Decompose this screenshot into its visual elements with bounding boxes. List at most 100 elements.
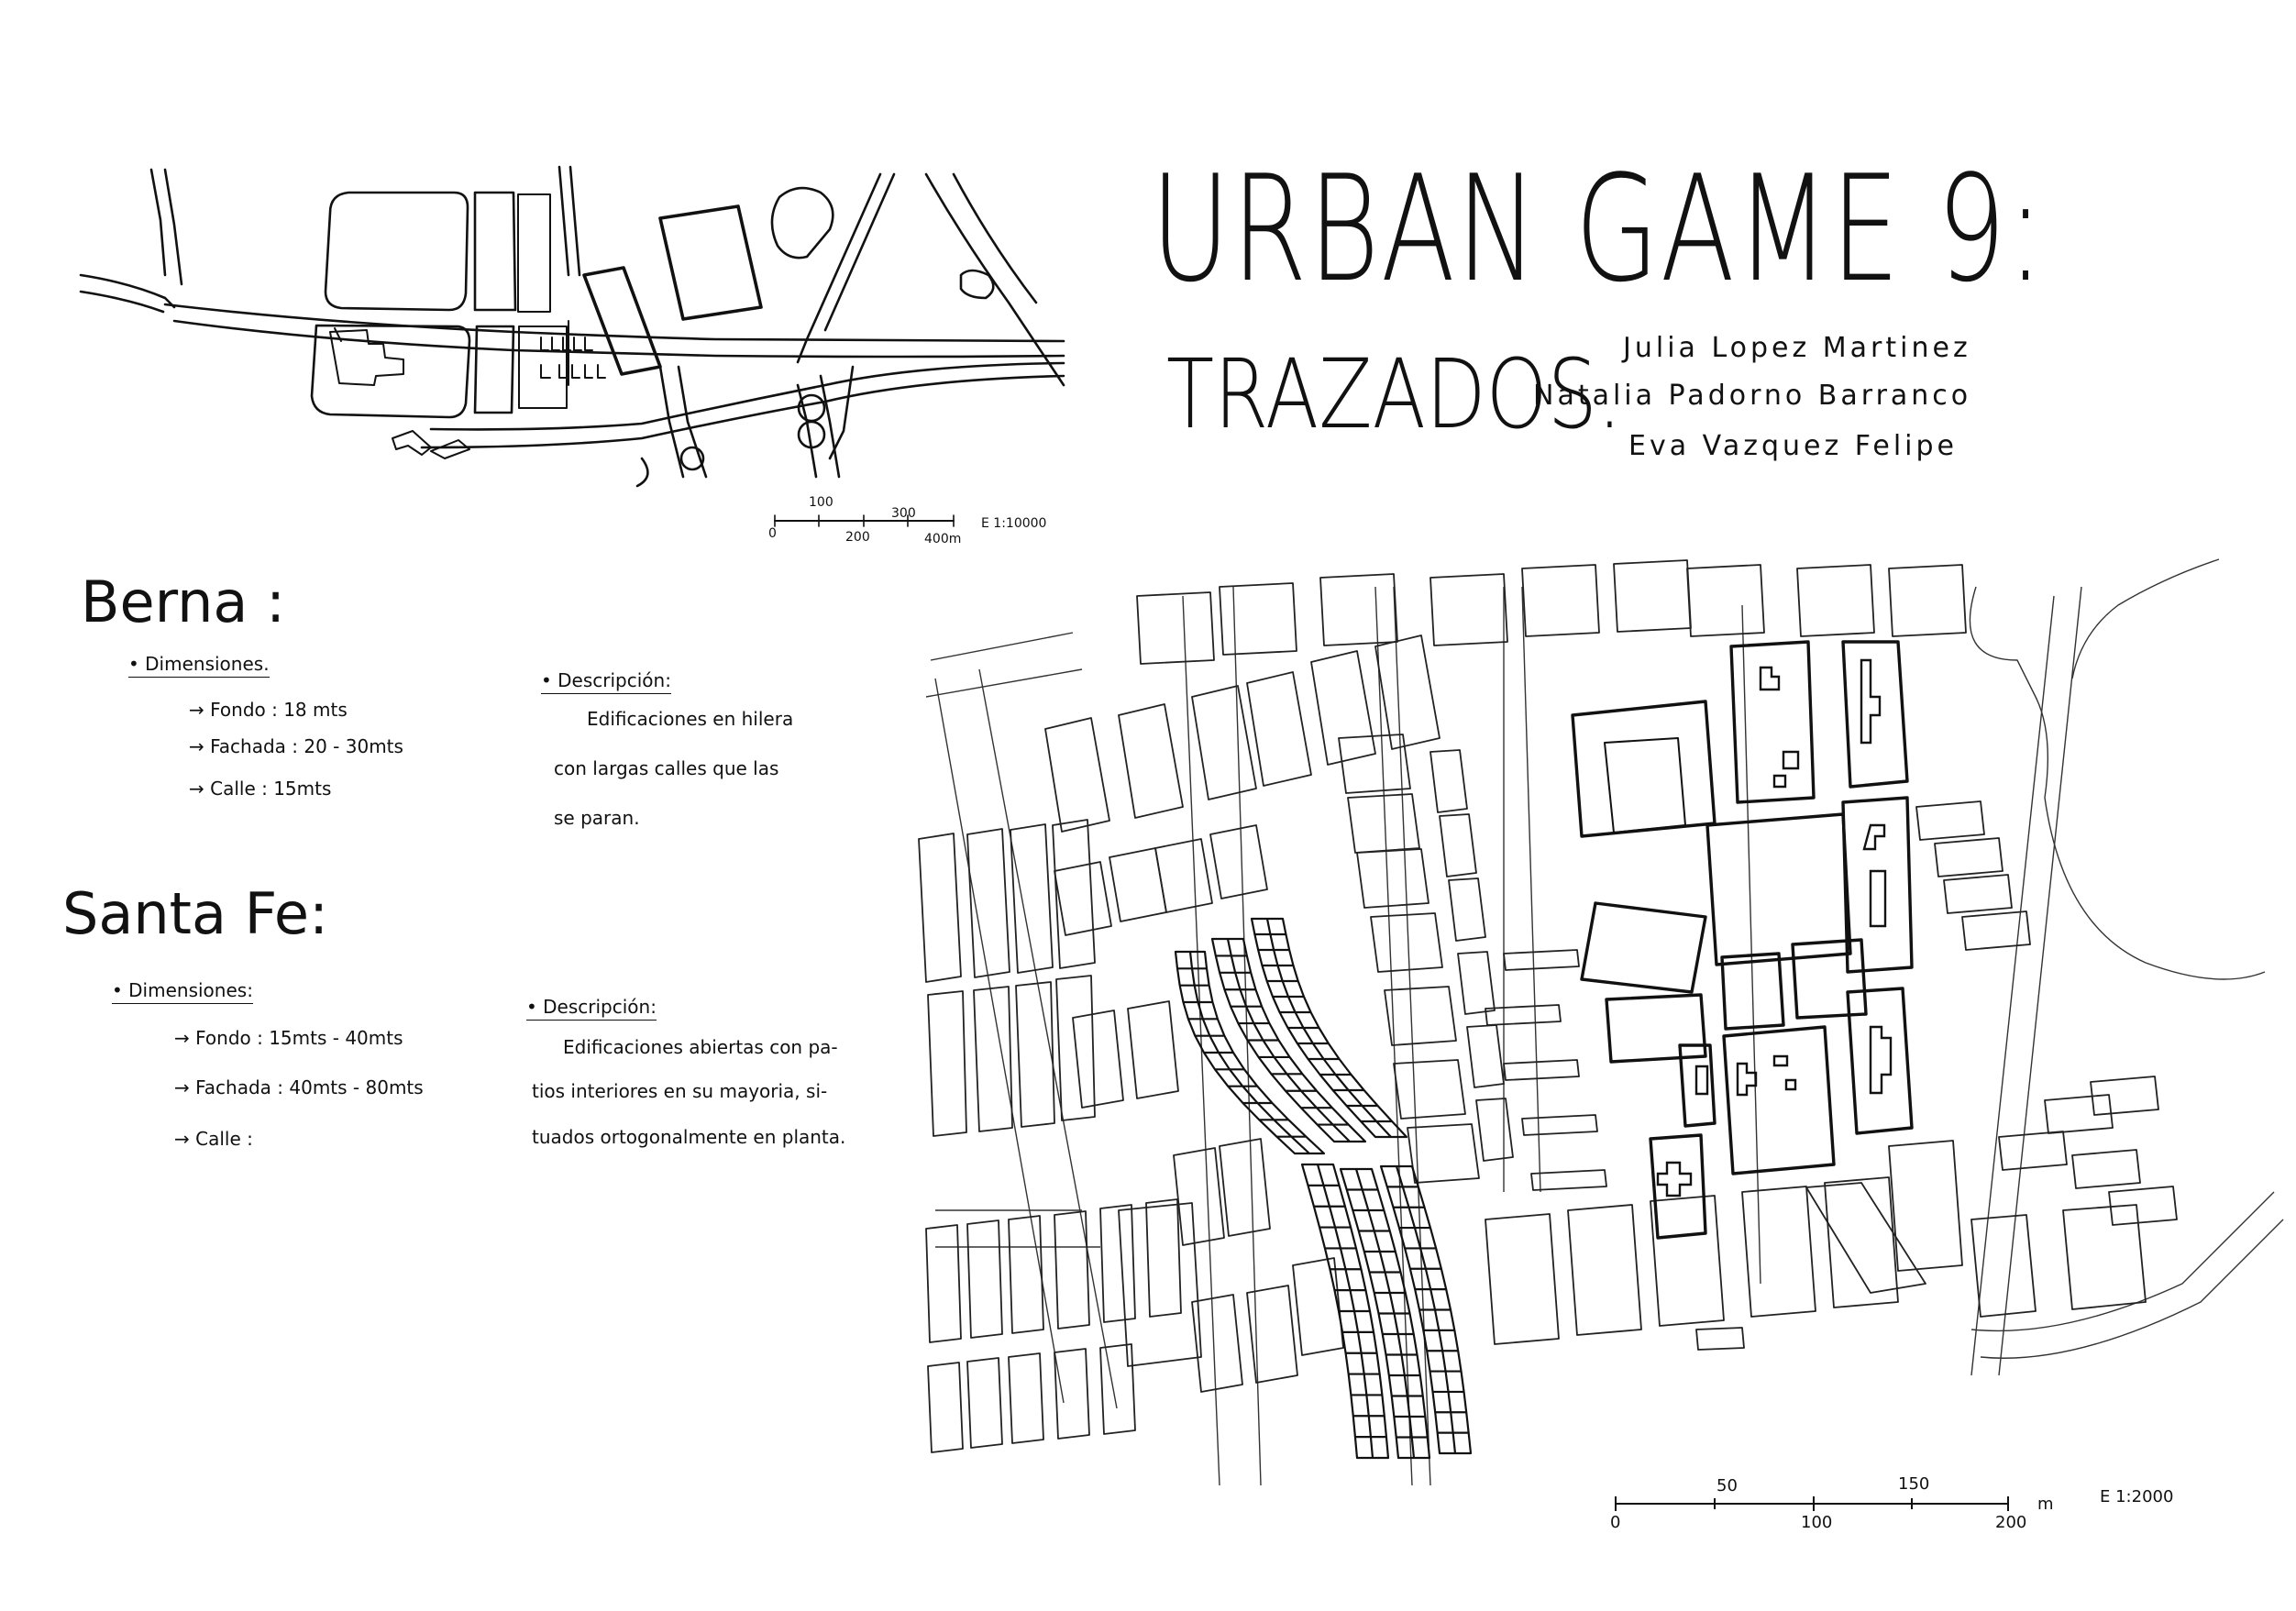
building-outline <box>1530 1169 1607 1191</box>
building-outline <box>1370 912 1443 973</box>
building-outline <box>2108 1186 2178 1226</box>
site-scale-unit: m <box>2037 1495 2054 1514</box>
building-outline <box>927 1362 964 1453</box>
building-outline <box>1521 1114 1598 1136</box>
author-3: Eva Vazquez Felipe <box>1628 430 1958 462</box>
santa-fe-title: Santa Fe: <box>62 880 328 947</box>
building-outline <box>1429 573 1508 646</box>
building-outline <box>1191 685 1257 800</box>
building-outline <box>1393 1059 1466 1120</box>
building-outline <box>1173 1147 1225 1246</box>
berna-title: Berna : <box>81 568 285 635</box>
building-outline <box>925 1224 962 1343</box>
site-scale-tick-0: 0 <box>1610 1513 1621 1532</box>
building-outline <box>1347 793 1420 854</box>
building-outline <box>1154 838 1213 913</box>
building-outline <box>1567 1204 1642 1336</box>
site-scale-tick-200: 200 <box>1995 1513 2027 1532</box>
santa-fe-dim-fondo: → Fondo : 15mts - 40mts <box>174 1027 403 1049</box>
location-scale-tick-100: 100 <box>809 495 833 510</box>
building-outline <box>1824 1176 1899 1308</box>
santa-fe-dimensions-label-text: • Dimensiones: <box>112 979 253 1004</box>
building-outline <box>1246 671 1312 787</box>
santa-fe-description-line-3: tuados ortogonalmente en planta. <box>532 1126 846 1148</box>
building-outline <box>966 1219 1003 1339</box>
building-outline <box>1209 824 1268 899</box>
berna-dimensions-label-text: • Dimensiones. <box>128 653 270 678</box>
building-outline <box>2062 1204 2147 1310</box>
building-outline <box>1943 874 2013 914</box>
location-scale-tick-200: 200 <box>845 530 870 545</box>
berna-description-line-3: se paran. <box>554 807 640 829</box>
building-outline <box>2044 1094 2114 1134</box>
page-title: URBAN GAME 9: <box>1151 143 2046 314</box>
building-outline <box>1319 573 1398 646</box>
building-outline <box>1055 975 1096 1121</box>
building-outline <box>1407 1123 1480 1184</box>
santa-fe-dim-fachada: → Fachada : 40mts - 80mts <box>174 1076 424 1098</box>
building-outline <box>1695 1327 1745 1351</box>
page-subtitle: TRAZADOS. <box>1166 338 1623 450</box>
building-outline <box>1054 1210 1090 1330</box>
building-outline <box>1439 813 1477 877</box>
building-outline <box>1008 1352 1044 1444</box>
building-outline <box>1466 1024 1505 1088</box>
berna-description-label: • Descripción: <box>541 669 671 694</box>
building-outline <box>1374 634 1441 750</box>
berna-row-1 <box>1174 950 1326 1155</box>
building-outline <box>1961 910 2031 951</box>
building-outline <box>1429 749 1468 813</box>
building-outline <box>1010 823 1054 974</box>
building-outline <box>1970 1214 2037 1318</box>
building-outline <box>1191 1294 1243 1393</box>
building-outline <box>1219 582 1297 656</box>
berna-description-line-2: con largas calles que las <box>554 757 779 779</box>
building-outline <box>1127 1000 1179 1099</box>
site-scale-tick-100: 100 <box>1801 1513 1833 1532</box>
building-outline <box>1338 734 1411 794</box>
building-outline <box>1805 1182 1926 1294</box>
building-outline <box>1934 837 2003 877</box>
building-outline <box>1072 1010 1124 1109</box>
berna-row-3 <box>1250 917 1408 1139</box>
berna-dim-fondo: → Fondo : 18 mts <box>189 699 348 721</box>
location-scale-ratio: E 1:10000 <box>981 516 1047 531</box>
location-scale-tick-0: 0 <box>768 526 777 541</box>
berna-description-line-1: Edificaciones en hilera <box>587 708 794 730</box>
santa-fe-description-line-1: Edificaciones abiertas con pa- <box>563 1036 838 1058</box>
building-outline <box>1008 1215 1044 1334</box>
building-outline <box>1044 717 1110 833</box>
berna-row-2 <box>1210 937 1367 1143</box>
building-outline <box>1109 847 1167 922</box>
site-scale-tick-50: 50 <box>1716 1476 1738 1495</box>
building-outline <box>1054 1348 1090 1440</box>
santa-fe-description-label: • Descripción: <box>526 996 657 1021</box>
building-outline <box>1998 1131 2068 1171</box>
author-2: Natalia Padorno Barranco <box>1533 380 1972 412</box>
building-outline <box>1052 819 1096 969</box>
berna-dim-fachada: → Fachada : 20 - 30mts <box>189 735 403 757</box>
building-outline <box>927 990 967 1137</box>
building-outline <box>1741 1186 1816 1318</box>
building-outline <box>1099 1343 1136 1435</box>
building-outline <box>966 1357 1003 1449</box>
building-outline <box>1145 1198 1182 1318</box>
building-outline <box>1448 877 1486 942</box>
building-outline <box>1650 1195 1725 1327</box>
building-outline <box>1503 949 1580 971</box>
berna-dim-calle: → Calle : 15mts <box>189 778 332 800</box>
building-outline <box>1521 564 1600 637</box>
author-1: Julia Lopez Martinez <box>1623 332 1971 364</box>
building-outline <box>1475 1098 1514 1162</box>
berna-row-6 <box>1379 1164 1473 1455</box>
building-outline <box>1796 564 1875 637</box>
building-outline <box>1888 1140 1963 1272</box>
building-outline <box>2071 1149 2141 1189</box>
building-outline <box>1118 703 1184 819</box>
building-outline <box>2090 1076 2159 1116</box>
building-outline <box>1384 986 1457 1046</box>
building-outline <box>1485 1004 1562 1026</box>
santa-fe-description-label-text: • Descripción: <box>526 996 657 1021</box>
berna-dimensions-label: • Dimensiones. <box>128 653 270 678</box>
building-outline <box>1219 1138 1271 1237</box>
